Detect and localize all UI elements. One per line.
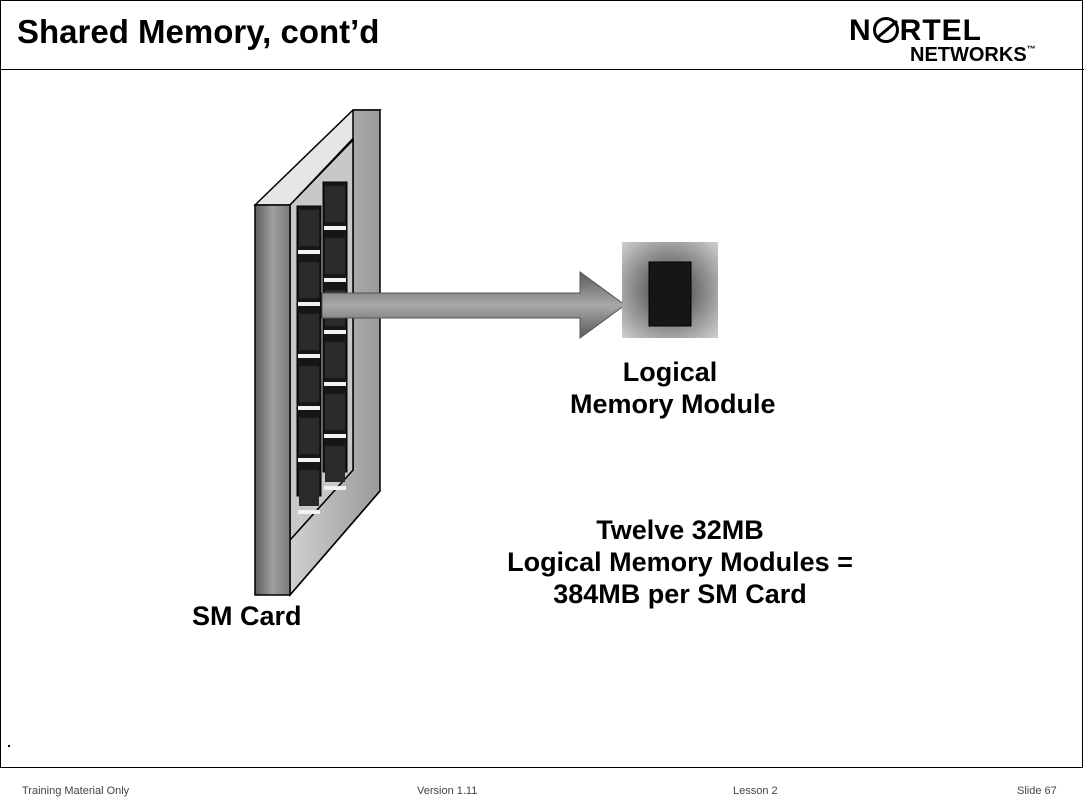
footer-training: Training Material Only (22, 785, 130, 797)
arrow-shape (321, 271, 626, 339)
chip-slot-marker (298, 406, 320, 410)
statement-line1: Twelve 32MB (596, 515, 764, 545)
footer-slide-number: Slide 67 (1017, 785, 1057, 797)
footer-version: Version 1.11 (417, 785, 478, 797)
logo-globe-icon (872, 17, 899, 43)
chip-slot-marker (298, 354, 320, 358)
chip-slot-marker (324, 382, 346, 386)
sm-card-edge (289, 490, 381, 596)
chip-slot-marker (298, 302, 320, 306)
chip-slot-marker (324, 330, 346, 334)
module-label: Logical Memory Module (570, 356, 776, 420)
chip-slot-marker (298, 510, 320, 514)
memory-module-chip (299, 314, 319, 350)
footer-lesson: Lesson 2 (733, 785, 778, 797)
logo-wordmark: N RTEL (849, 14, 982, 48)
memory-module-chip (325, 394, 345, 430)
memory-module-chip (299, 418, 319, 454)
statement-line3: 384MB per SM Card (553, 579, 807, 609)
memory-module-chip (299, 210, 319, 246)
chip-slot-marker (298, 250, 320, 254)
sm-card-label: SM Card (192, 601, 302, 631)
statement-line2: Logical Memory Modules = (507, 547, 853, 577)
nortel-networks-logo: N RTEL NETWORKS™ (831, 13, 1081, 69)
module-label-line1: Logical (622, 357, 718, 387)
title-bar: Shared Memory, cont’d N RTEL NETWORKS™ (1, 1, 1084, 70)
logo-letter-n: N (849, 14, 872, 47)
memory-module-chip (325, 342, 345, 378)
chip-slot-marker (324, 278, 346, 282)
logo-networks-text: NETWORKS (910, 44, 1027, 66)
memory-module-chip (299, 470, 319, 506)
memory-module-chip (299, 262, 319, 298)
connection-arrow (321, 271, 626, 339)
memory-module-chip (299, 366, 319, 402)
memory-module-chip (325, 186, 345, 222)
slide-title: Shared Memory, cont’d (17, 13, 380, 50)
memory-module-chip (325, 238, 345, 274)
sm-card-front (254, 204, 291, 596)
logo-subtitle: NETWORKS™ (910, 44, 1036, 67)
chip-slot-marker (324, 434, 346, 438)
logo-trademark: ™ (1026, 44, 1036, 54)
chip-slot-marker (324, 486, 346, 490)
memory-module-chip (325, 446, 345, 482)
capacity-statement: Twelve 32MB Logical Memory Modules = 384… (440, 514, 920, 610)
chip-slot-marker (298, 458, 320, 462)
slide-frame: Shared Memory, cont’d N RTEL NETWORKS™ (0, 0, 1083, 768)
stray-dot (8, 745, 10, 747)
module-chip (648, 261, 692, 327)
logical-memory-module (622, 242, 718, 338)
chip-slot-marker (324, 226, 346, 230)
logo-letters-rtel: RTEL (899, 14, 982, 47)
module-label-line2: Memory Module (570, 389, 776, 419)
